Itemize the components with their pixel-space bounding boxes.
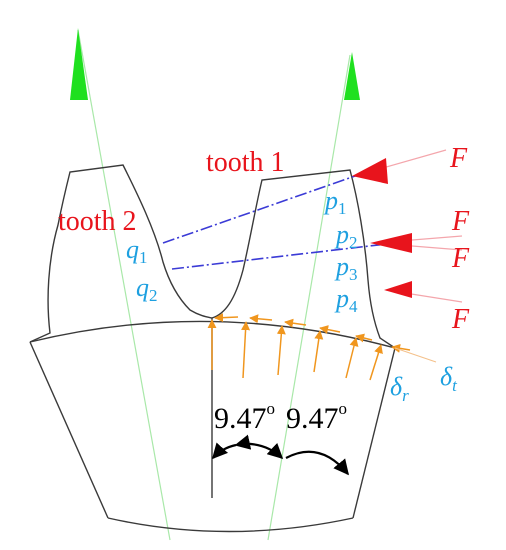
force-arrow-1 — [352, 158, 388, 184]
axis-arrow-left — [70, 28, 88, 100]
tooth-1-label: tooth 1 — [206, 147, 285, 178]
tangential-disp-3 — [284, 318, 307, 328]
force-label-4: F — [451, 304, 470, 335]
delta-t-guide — [394, 347, 437, 363]
contact-line-q1-p1 — [162, 174, 359, 244]
axis-line-left — [77, 29, 171, 541]
radial-disp-4 — [345, 337, 359, 379]
radial-disp-3 — [313, 330, 324, 373]
angle-arc-left-b — [239, 442, 284, 460]
contact-lines — [162, 174, 396, 270]
angle-label-right: 9.47o — [286, 399, 347, 435]
force-vectors — [352, 149, 463, 303]
tooth-2-label: tooth 2 — [58, 206, 137, 237]
force-label-1: F — [449, 143, 468, 174]
contact-line-q2-p2 — [171, 242, 396, 270]
point-label-q1: q1 — [126, 235, 148, 267]
point-label-q2: q2 — [136, 273, 158, 305]
tangential-disp-1 — [214, 313, 239, 323]
radial-disp-1 — [241, 321, 251, 379]
labels: tooth 1 tooth 2 F F F F p1 p2 p3 p4 q1 q… — [58, 143, 470, 435]
angle-arc-right — [285, 450, 349, 476]
delta-t-label: δt — [440, 362, 458, 395]
tooth-1-outline — [211, 169, 396, 349]
bottom-arc — [107, 517, 354, 533]
force-arrow-2 — [370, 233, 412, 253]
force-arrow-4 — [384, 281, 412, 298]
gear-left-edge — [29, 341, 109, 519]
tooth-axes — [70, 28, 360, 541]
radial-disp-2 — [276, 325, 286, 376]
point-label-p4: p4 — [334, 284, 358, 316]
angle-arc-left — [211, 434, 252, 460]
point-label-p1: p1 — [323, 186, 347, 218]
gear-right-edge — [352, 347, 396, 519]
point-label-p3: p3 — [334, 252, 358, 284]
tangential-disp-6 — [391, 343, 411, 353]
force-label-2: F — [451, 206, 470, 237]
angle-label-left: 9.47o — [214, 399, 275, 435]
angle-arcs — [211, 434, 349, 476]
point-label-p2: p2 — [334, 220, 358, 252]
axis-line-right — [267, 54, 351, 541]
tooth-2-outline — [29, 164, 213, 343]
delta-r-label: δr — [390, 372, 409, 405]
force-label-3: F — [451, 243, 470, 274]
tangential-disp-2 — [249, 314, 273, 324]
radial-disp-5 — [369, 344, 383, 381]
tangential-disp-4 — [319, 325, 341, 335]
displacement-vectors — [207, 313, 437, 381]
axis-arrow-right — [344, 52, 360, 100]
tangential-disp-5 — [355, 333, 373, 343]
